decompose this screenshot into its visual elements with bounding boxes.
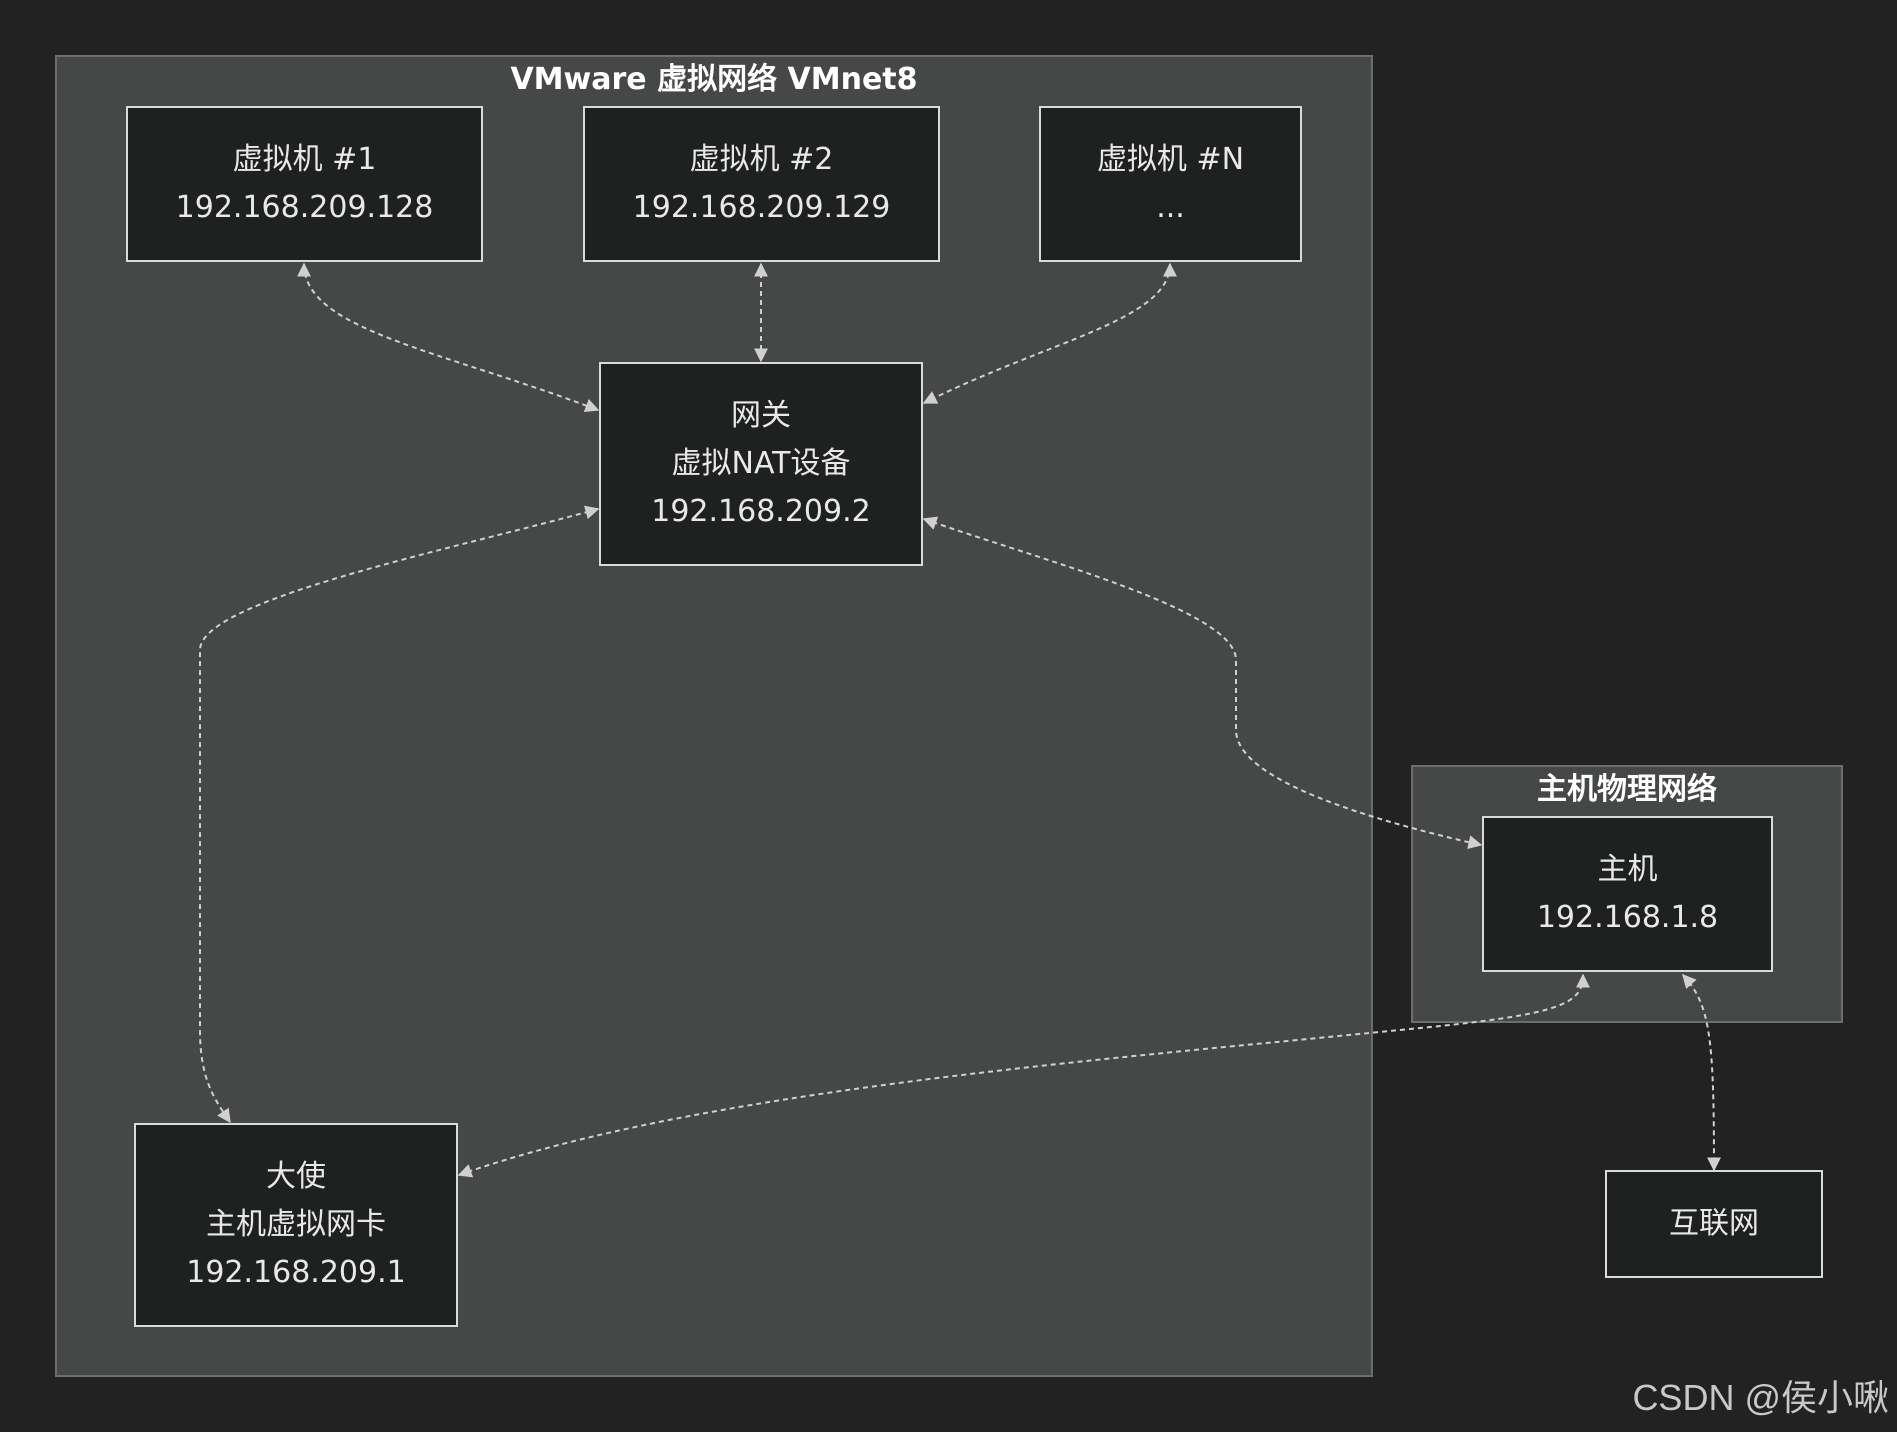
node-vmn-name: 虚拟机 #N	[1096, 142, 1245, 177]
node-internet-name: 互联网	[1669, 1206, 1759, 1241]
node-internet: 互联网	[1605, 1170, 1823, 1278]
node-vmn-ip: ...	[1156, 190, 1185, 225]
node-vm1-ip: 192.168.209.128	[175, 190, 434, 225]
edge-gateway-ambassador	[199, 505, 600, 1124]
group-vmnet8-title: VMware 虚拟网络 VMnet8	[510, 62, 918, 97]
node-host-ip: 192.168.1.8	[1536, 900, 1719, 935]
edge-ambassador-host	[457, 973, 1590, 1178]
node-vm2-ip: 192.168.209.129	[632, 190, 891, 225]
node-gateway-ip: 192.168.209.2	[651, 494, 871, 529]
edge-host-internet	[1682, 973, 1721, 1172]
edge-gateway-host	[922, 516, 1483, 850]
node-vm2-name: 虚拟机 #2	[689, 142, 834, 177]
node-ambassador-ip: 192.168.209.1	[186, 1255, 406, 1290]
node-ambassador: 大使 主机虚拟网卡 192.168.209.1	[134, 1123, 458, 1327]
watermark: CSDN @侯小啾	[1632, 1377, 1889, 1418]
edge-vm1-gateway	[297, 262, 600, 413]
node-vmn: 虚拟机 #N ...	[1039, 106, 1302, 262]
node-gateway: 网关 虚拟NAT设备 192.168.209.2	[599, 362, 923, 566]
node-host: 主机 192.168.1.8	[1482, 816, 1773, 972]
node-vm2: 虚拟机 #2 192.168.209.129	[583, 106, 940, 262]
node-vm1: 虚拟机 #1 192.168.209.128	[126, 106, 483, 262]
node-gateway-name: 网关	[731, 398, 791, 433]
node-ambassador-desc: 主机虚拟网卡	[206, 1207, 386, 1242]
node-ambassador-name: 大使	[266, 1159, 326, 1194]
node-gateway-desc: 虚拟NAT设备	[671, 446, 851, 481]
node-host-name: 主机	[1597, 852, 1658, 887]
node-vm1-name: 虚拟机 #1	[232, 142, 377, 177]
group-physical-network-title: 主机物理网络	[1537, 772, 1717, 807]
edge-vmn-gateway	[922, 262, 1177, 404]
